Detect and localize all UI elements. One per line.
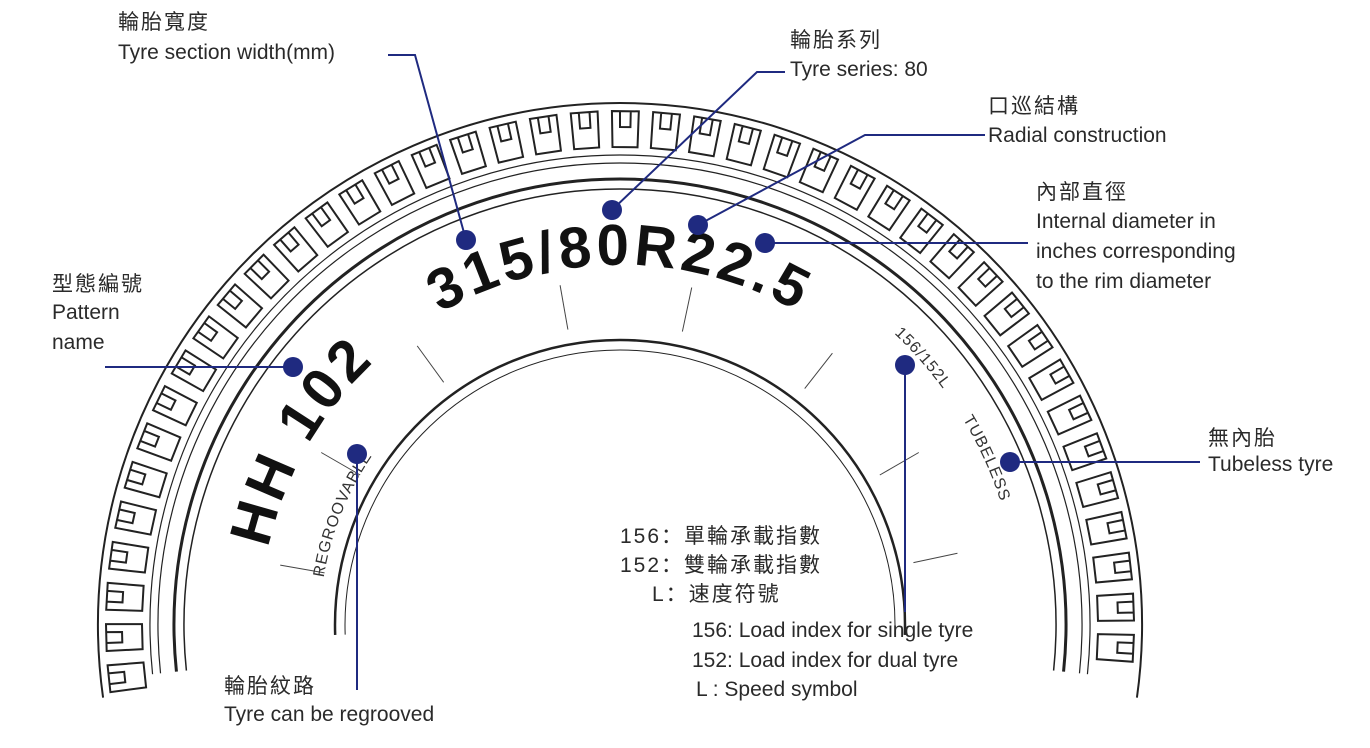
tread-block (106, 661, 148, 694)
sidewall-tick (879, 452, 920, 476)
tyre-ring (183, 188, 1057, 671)
tread-block (1046, 394, 1093, 436)
tubeless-label-en: Tubeless tyre (1208, 453, 1334, 476)
tread-block (170, 348, 218, 393)
tread-block (105, 581, 145, 612)
tread-block (373, 159, 416, 207)
load-dual-en: 152: Load index for dual tyre (692, 649, 959, 672)
tread-block (272, 225, 319, 273)
callout-dots (283, 200, 1020, 472)
width-label-zh: 輪胎寬度 (118, 11, 210, 34)
tread-block (337, 178, 382, 226)
tyre-ring (333, 338, 907, 635)
regroove-label-zh: 輪胎紋路 (224, 675, 316, 698)
tread-block (304, 201, 350, 249)
sidewall-tick (681, 287, 693, 332)
tread-block (1027, 358, 1075, 402)
speed-symbol-en: L : Speed symbol (696, 678, 858, 701)
callout-lines (105, 54, 1200, 690)
tread-block (866, 184, 912, 232)
width-label-en: Tyre section width(mm) (118, 41, 336, 64)
pattern-label-en-2: name (52, 331, 105, 354)
sidewall-tick (280, 564, 325, 574)
tyre-ring (157, 162, 1083, 674)
diameter-label-en-3: to the rim diameter (1036, 270, 1212, 293)
tread-block (488, 120, 525, 164)
load-single-zh: 156：單輪承載指數 (620, 525, 823, 548)
tread-block (1062, 431, 1108, 472)
tread-block (1096, 592, 1136, 622)
size-marking: 315/80R22.5 (416, 213, 823, 325)
tread-block (983, 291, 1031, 337)
series-label-zh: 輪胎系列 (790, 29, 882, 52)
sidewall-ticks (280, 285, 958, 574)
radial-label-zh: 口巡結構 (988, 95, 1080, 118)
series-label-en: Tyre series: 80 (790, 58, 928, 81)
tread-block (528, 113, 563, 156)
tread-block (898, 207, 945, 255)
tyre-ring (172, 177, 1068, 672)
sidewall-tick (559, 285, 569, 330)
sidewall-tick (320, 452, 361, 476)
tread-block (1092, 551, 1134, 584)
radial-label-en: Radial construction (988, 124, 1167, 147)
tyre-ring (344, 349, 896, 635)
tread-block (798, 147, 840, 194)
tread-block (243, 253, 290, 300)
tread-block (1006, 323, 1054, 369)
tread-block (1075, 470, 1120, 509)
tread-block (833, 164, 877, 212)
tread-block (569, 110, 601, 151)
tread-block (104, 623, 144, 653)
tread-block (123, 460, 168, 499)
tread-block (135, 422, 182, 463)
tyre-ring (97, 102, 1143, 698)
tread-block (107, 540, 150, 574)
tread-block (725, 122, 763, 167)
speed-symbol-zh: L：速度符號 (652, 583, 781, 606)
load-single-en: 156: Load index for single tyre (692, 619, 974, 642)
tread-block (649, 110, 682, 152)
tread-block (191, 314, 240, 360)
tread-block (929, 232, 976, 280)
sidewall-tick (416, 345, 445, 383)
tubeless-label-zh: 無內胎 (1208, 427, 1277, 450)
diameter-label-en-1: Internal diameter in (1036, 210, 1216, 233)
tread-block (1095, 633, 1135, 663)
diameter-label-en-2: inches corresponding (1036, 240, 1236, 263)
tread-block (1085, 510, 1128, 546)
tyre-rings (97, 102, 1143, 698)
sidewall-tick (913, 552, 958, 564)
tread-blocks (104, 110, 1136, 694)
sidewall-tick (804, 352, 833, 389)
load-dual-zh: 152：雙輪承載指數 (620, 554, 823, 577)
tread-block (410, 143, 451, 190)
tread-block (610, 110, 640, 149)
pattern-label-en-1: Pattern (52, 301, 120, 324)
tread-block (448, 130, 488, 176)
tread-block (114, 500, 158, 536)
tread-block (216, 282, 264, 329)
diameter-label-zh: 內部直徑 (1036, 181, 1128, 204)
pattern-label-zh: 型態編號 (52, 273, 144, 296)
tread-block (957, 260, 1005, 308)
regroove-label-en: Tyre can be regrooved (224, 703, 435, 726)
tread-block (762, 133, 802, 179)
tyre-ring (149, 154, 1091, 675)
tread-block (151, 384, 199, 427)
